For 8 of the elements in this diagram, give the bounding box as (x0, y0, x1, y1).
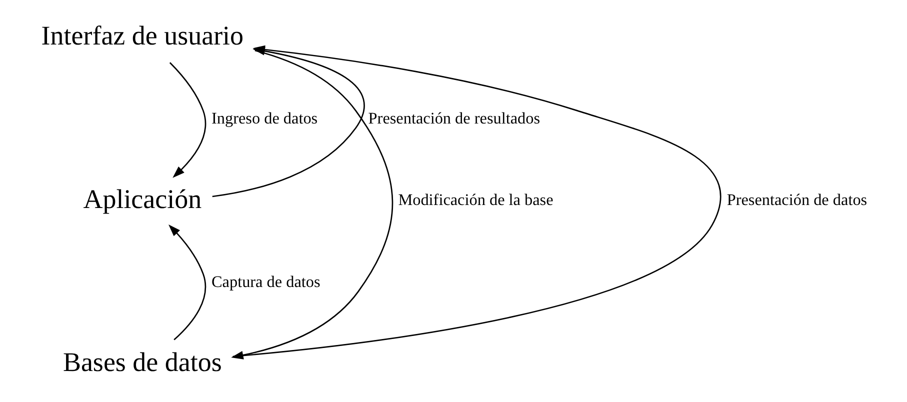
edge-label: Modificación de la base (398, 191, 554, 210)
node-text: Aplicación (83, 184, 202, 214)
edge-label: Presentación de resultados (368, 110, 540, 128)
node-text: Bases de datos (62, 347, 222, 378)
edge-label: Presentación de datos (726, 191, 868, 210)
edge-label: Ingreso de datos (212, 110, 318, 128)
node-text: Interfaz de usuario (41, 20, 244, 50)
edge-label: Captura de datos (212, 272, 320, 291)
